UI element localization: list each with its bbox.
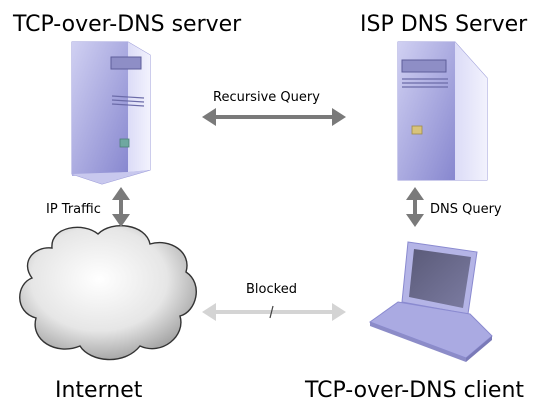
server-title: TCP-over-DNS server	[12, 12, 242, 37]
isp-server-tower-icon	[397, 41, 488, 181]
internet-cloud-icon	[19, 225, 197, 361]
blocked-label: Blocked	[246, 282, 297, 297]
dns-query-arrow	[406, 187, 424, 227]
ip-traffic-label: IP Traffic	[46, 202, 101, 217]
internet-title: Internet	[55, 378, 143, 403]
ip-traffic-arrow	[112, 187, 130, 227]
recursive-query-label: Recursive Query	[213, 90, 320, 105]
dns-query-label: DNS Query	[430, 202, 502, 217]
blocked-arrow	[202, 303, 346, 321]
recursive-query-arrow	[202, 108, 346, 126]
client-laptop-icon	[368, 241, 493, 362]
server-tower-icon	[71, 41, 151, 185]
client-title: TCP-over-DNS client	[304, 378, 524, 403]
isp-title: ISP DNS Server	[360, 12, 528, 37]
